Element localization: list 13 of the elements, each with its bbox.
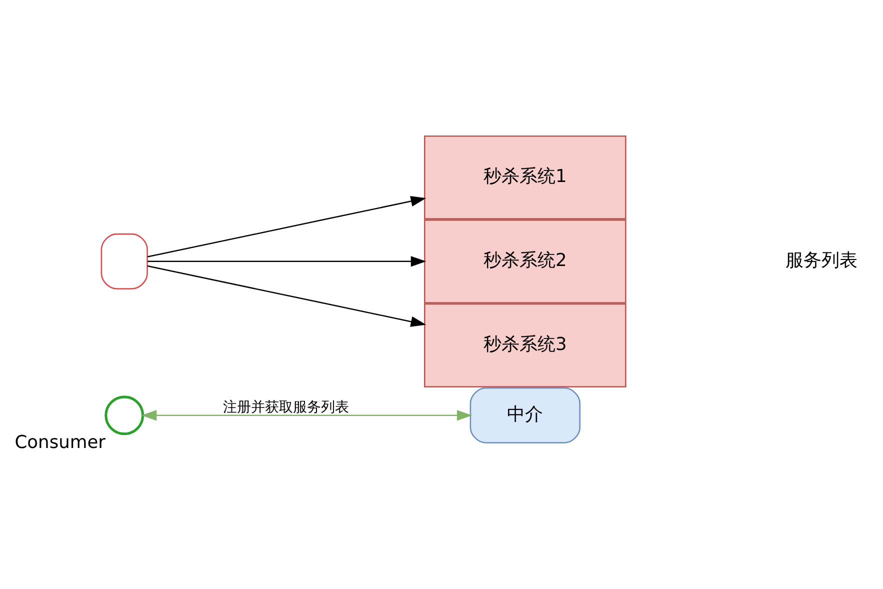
arrow: [147, 196, 426, 258]
edge-label: 注册并获取服务列表: [222, 399, 349, 416]
arrow: [141, 410, 472, 421]
node-label: Consumer: [14, 432, 106, 454]
node-box: 中介: [470, 387, 580, 444]
label: 服务列表: [786, 250, 858, 272]
node-person: [104, 396, 144, 436]
arrow: [148, 256, 426, 267]
node-box: 秒杀系统1: [424, 135, 626, 220]
node-box: 秒杀系统2: [424, 219, 626, 304]
node-box: 秒杀系统3: [424, 303, 626, 388]
arrow: [147, 265, 426, 327]
node-box: [100, 233, 148, 290]
